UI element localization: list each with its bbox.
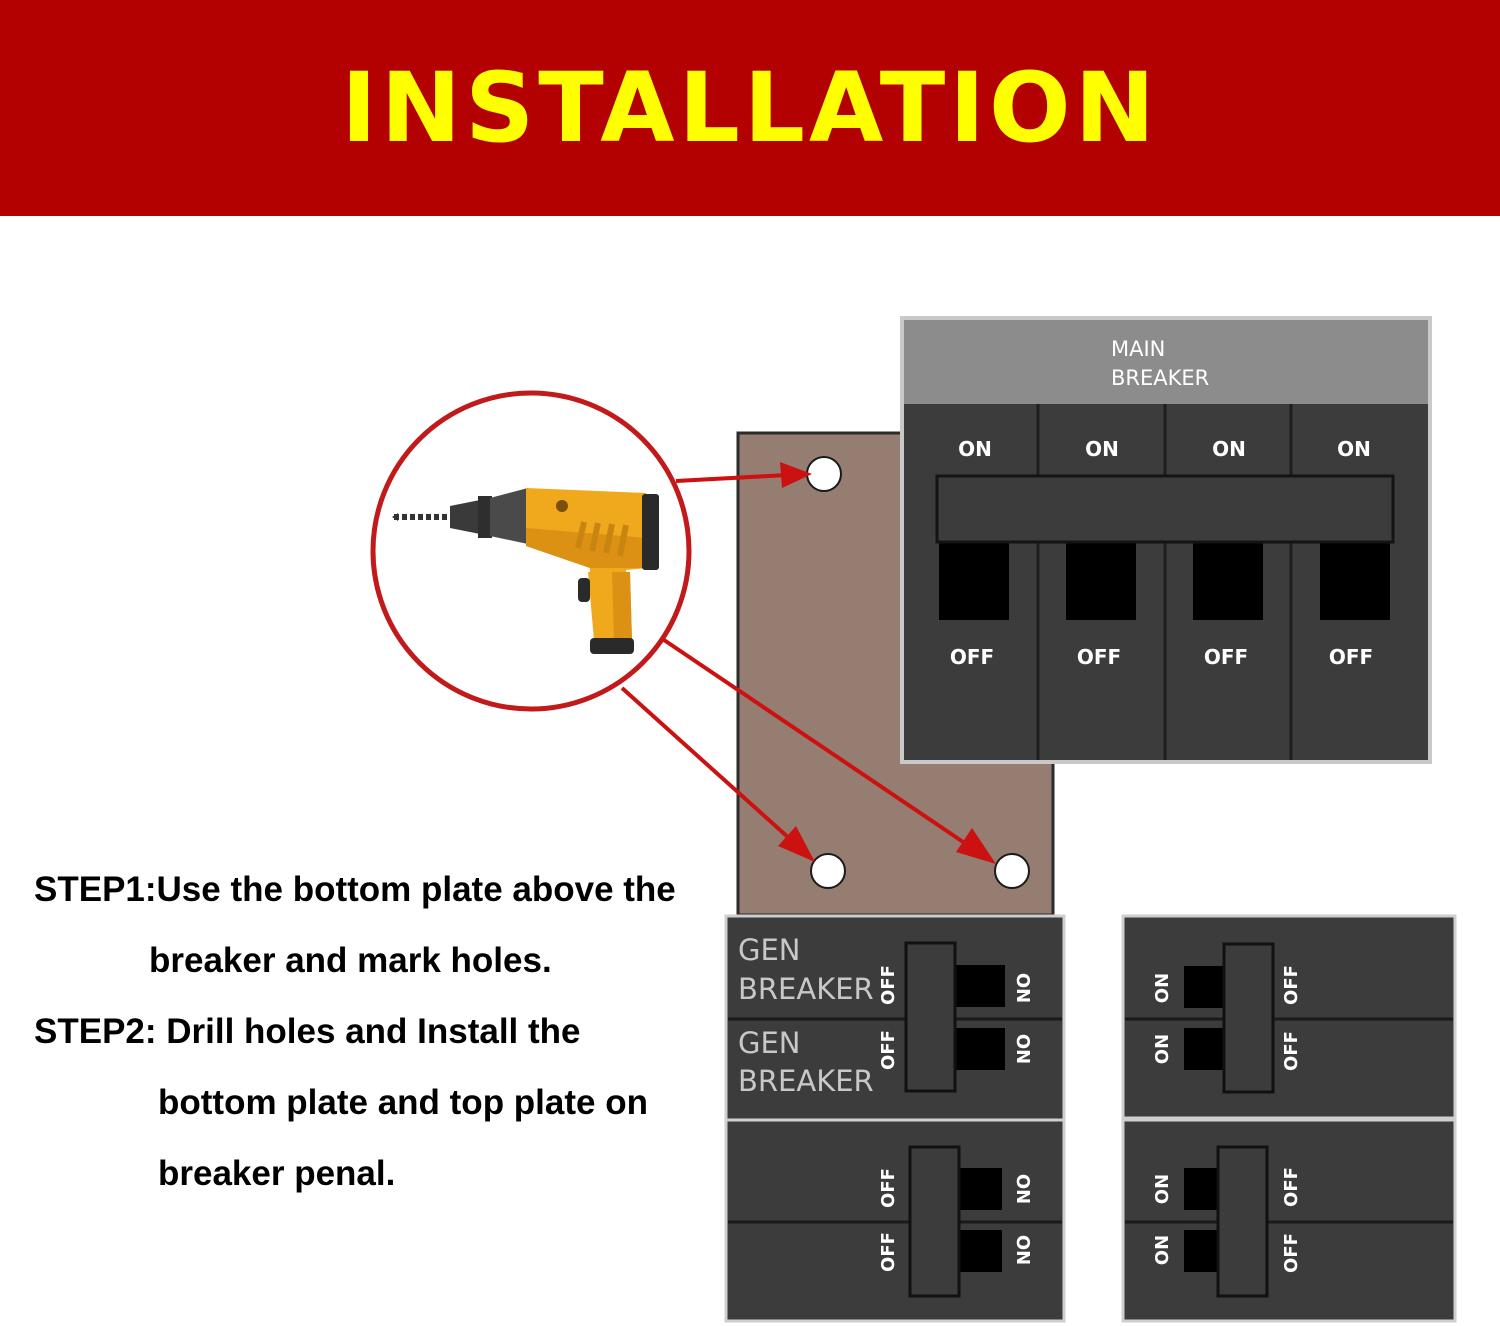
arrow-head-bottom-left <box>778 826 815 862</box>
gen-breaker-upper-line2: BREAKER <box>738 972 874 1006</box>
main-breaker-label-line2: BREAKER <box>1111 366 1209 390</box>
main-off-label-2: OFF <box>1077 645 1121 669</box>
main-on-label-4: ON <box>1337 437 1371 461</box>
main-switch-slot-3 <box>1193 536 1263 620</box>
main-off-label-1: OFF <box>950 645 994 669</box>
br-off-label-1: OFF <box>1281 1167 1302 1207</box>
br-breaker-handle[interactable] <box>1216 1145 1269 1298</box>
breaker-block-bottom-left: OFF OFF ON ON <box>724 1118 1066 1323</box>
bl-off-label-1: OFF <box>878 1168 899 1208</box>
gen-switch-slot-1 <box>953 965 1005 1007</box>
breaker-block-bottom-right: ON ON OFF OFF <box>1121 1118 1457 1323</box>
gen-on-label-2: ON <box>1012 1034 1033 1064</box>
tr-breaker-handle[interactable] <box>1222 942 1275 1094</box>
gen-off-label-1: OFF <box>878 965 899 1005</box>
tr-on-label-2: ON <box>1152 1034 1173 1064</box>
step2-line3: breaker penal. <box>158 1154 396 1193</box>
br-switch-slot-1 <box>1184 1168 1222 1210</box>
br-off-label-2: OFF <box>1281 1233 1302 1273</box>
indicator-arrows <box>620 462 996 864</box>
tr-switch-slot-1 <box>1184 966 1226 1008</box>
tr-off-label-2: OFF <box>1281 1031 1302 1071</box>
header-banner: INSTALLATION <box>0 0 1500 216</box>
installation-steps: STEP1:Use the bottom plate above the bre… <box>34 864 724 1219</box>
gen-breaker-upper-line1: GEN <box>738 933 801 967</box>
arrow-head-bottom-right <box>956 828 996 864</box>
gen-switch-slot-2 <box>953 1028 1005 1070</box>
step1-line2: breaker and mark holes. <box>149 941 552 980</box>
main-switch-slot-1 <box>939 536 1009 620</box>
breaker-block-top-right: ON ON OFF OFF <box>1121 914 1457 1120</box>
arrow-to-bottom-left-hole <box>620 686 802 850</box>
step1-line1: STEP1:Use the bottom plate above the <box>34 870 676 909</box>
main-switch-slot-4 <box>1320 536 1390 620</box>
main-breaker-label-line1: MAIN <box>1111 337 1165 361</box>
tr-on-label-1: ON <box>1152 973 1173 1003</box>
main-on-label-3: ON <box>1212 437 1246 461</box>
bl-breaker-handle[interactable] <box>908 1145 961 1298</box>
gen-breaker-lower-line1: GEN <box>738 1026 801 1060</box>
tr-switch-slot-2 <box>1184 1028 1226 1070</box>
main-breaker-header <box>904 320 1428 404</box>
gen-breaker-lower-line2: BREAKER <box>738 1064 874 1098</box>
step2-line2: bottom plate and top plate on <box>158 1083 648 1122</box>
arrow-to-bottom-right-hole <box>662 638 980 854</box>
main-off-label-4: OFF <box>1329 645 1373 669</box>
arrow-head-top <box>780 462 812 488</box>
gen-off-label-2: OFF <box>878 1030 899 1070</box>
br-switch-slot-2 <box>1184 1230 1222 1272</box>
bl-switch-slot-1 <box>958 1168 1002 1210</box>
step2-line1: STEP2: Drill holes and Install the <box>34 1012 581 1051</box>
page-title: INSTALLATION <box>341 52 1159 164</box>
main-on-label-1: ON <box>958 437 992 461</box>
drill-callout <box>370 390 692 712</box>
main-breaker-tie-bar[interactable] <box>935 474 1395 544</box>
gen-breaker-handle[interactable] <box>904 941 957 1093</box>
bl-switch-slot-2 <box>958 1230 1002 1272</box>
main-switch-slot-2 <box>1066 536 1136 620</box>
plate-hole-bottom-right <box>994 853 1030 889</box>
power-drill-icon <box>392 488 659 654</box>
bl-off-label-2: OFF <box>878 1232 899 1272</box>
tr-off-label-1: OFF <box>1281 965 1302 1005</box>
main-breaker: MAIN BREAKER ON ON ON ON OFF OFF OFF OFF <box>900 316 1432 764</box>
main-off-label-3: OFF <box>1204 645 1248 669</box>
bl-on-label-1: ON <box>1012 1174 1033 1204</box>
br-on-label-1: ON <box>1152 1174 1173 1204</box>
gen-breaker-block: GEN BREAKER GEN BREAKER OFF OFF ON ON <box>724 914 1066 1122</box>
br-on-label-2: ON <box>1152 1235 1173 1265</box>
plate-hole-bottom-left <box>810 853 846 889</box>
plate-hole-top <box>806 456 842 492</box>
bl-on-label-2: ON <box>1012 1235 1033 1265</box>
main-on-label-2: ON <box>1085 437 1119 461</box>
gen-on-label-1: ON <box>1012 973 1033 1003</box>
